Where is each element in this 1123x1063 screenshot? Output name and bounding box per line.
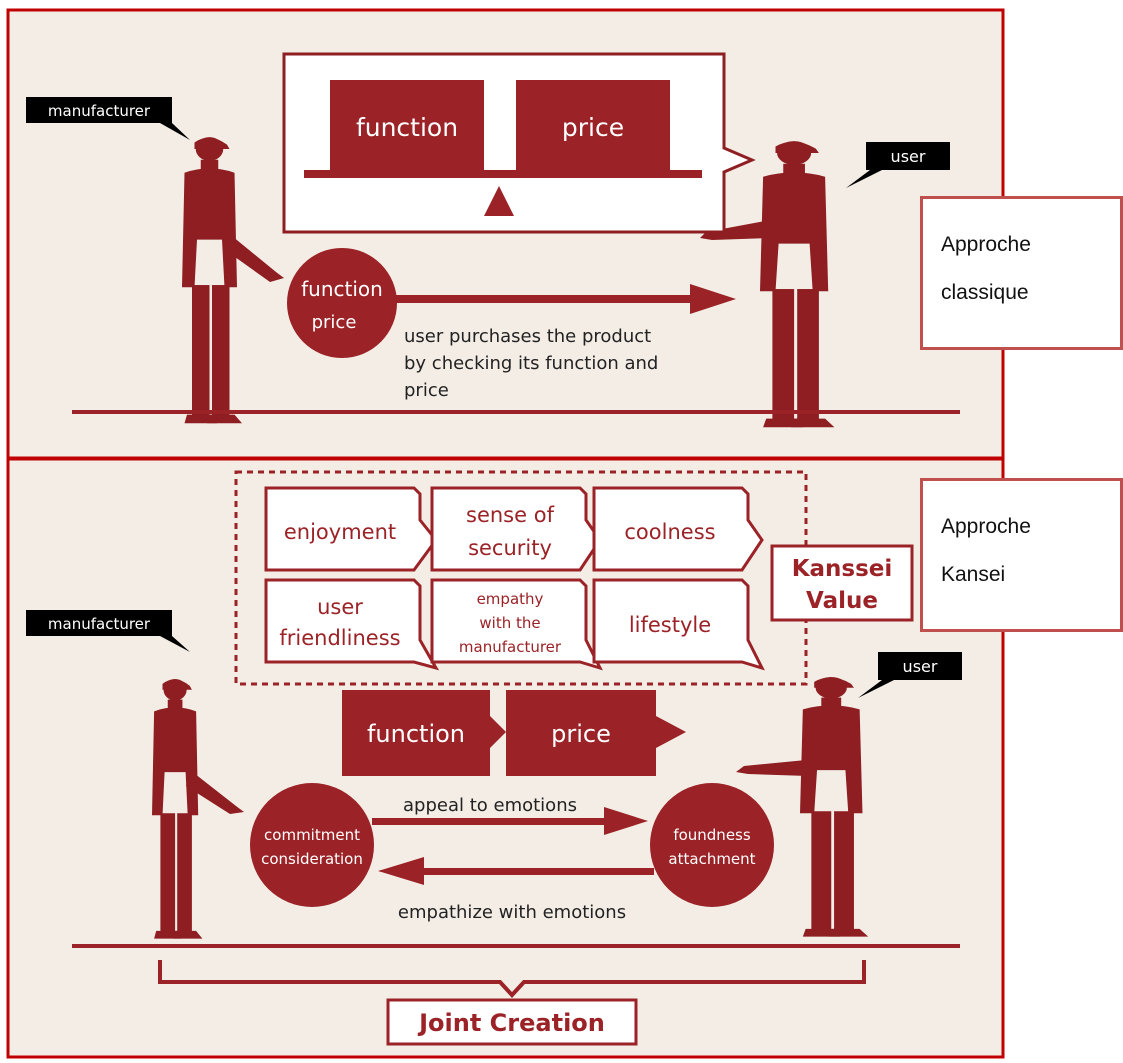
bottom-function-box xyxy=(342,690,506,776)
scale-price-box xyxy=(516,80,670,172)
empathize-text: empathize with emotions xyxy=(398,902,626,923)
joint-bracket xyxy=(158,960,866,998)
kansei-security-line2: security xyxy=(468,536,552,560)
bottom-panel: enjoyment sense of security coolness use… xyxy=(6,457,1005,1059)
approche-kansei-line1: Approche xyxy=(941,515,1031,538)
top-arrow-shaft xyxy=(396,295,692,303)
approche-classique-line1: Approche xyxy=(941,233,1031,256)
kansei-empathy-line3: manufacturer xyxy=(459,638,562,656)
bottom-price-box xyxy=(506,690,686,776)
kansei-value-box xyxy=(770,544,914,622)
bottom-user-label: user xyxy=(903,657,938,676)
top-manufacturer-label: manufacturer xyxy=(48,102,151,120)
approche-classique-line2: classique xyxy=(941,281,1029,304)
bottom-manufacturer-figure xyxy=(152,678,244,939)
bottom-left-circle xyxy=(250,783,374,907)
top-caption-line3: price xyxy=(404,380,449,401)
kansei-value-line2: Value xyxy=(806,588,878,614)
kansei-value-friendliness: user friendliness xyxy=(264,578,440,671)
approche-kansei-box: Approche Kansei xyxy=(920,478,1123,632)
bottom-manufacturer-tag: manufacturer xyxy=(26,610,190,652)
right-circle-line1: foundness xyxy=(673,826,751,844)
top-circle-line2: price xyxy=(312,312,357,333)
bottom-user-tag: user xyxy=(858,652,962,698)
kansei-value-lifestyle: lifestyle xyxy=(592,578,765,671)
joint-creation-label: Joint Creation xyxy=(417,1009,605,1037)
empathize-arrow-shaft xyxy=(420,868,654,875)
bottom-function-label: function xyxy=(367,720,465,748)
kansei-value-enjoyment: enjoyment xyxy=(264,486,438,572)
kansei-lifestyle-text: lifestyle xyxy=(629,613,711,637)
scale-function-label: function xyxy=(356,113,458,142)
bottom-ground-line xyxy=(72,944,960,948)
approche-kansei-line2: Kansei xyxy=(941,563,1006,586)
kansei-friendliness-line1: user xyxy=(317,595,363,619)
bottom-price-label: price xyxy=(551,720,611,748)
approche-classique-box: Approche classique xyxy=(920,196,1123,350)
top-function-price-circle xyxy=(287,248,397,358)
kansei-empathy-line1: empathy xyxy=(477,590,544,608)
top-user-label: user xyxy=(891,147,926,166)
scale-bubble: function price xyxy=(282,52,756,234)
top-manufacturer-tag: manufacturer xyxy=(26,97,190,140)
bottom-right-circle xyxy=(650,783,774,907)
right-circle-line2: attachment xyxy=(668,850,755,868)
scale-fulcrum xyxy=(484,186,514,216)
appeal-arrow-head xyxy=(604,807,648,835)
appeal-arrow-shaft xyxy=(372,818,608,825)
bottom-manufacturer-label: manufacturer xyxy=(48,615,151,633)
scale-function-box xyxy=(330,80,484,172)
joint-creation-box xyxy=(386,998,638,1046)
kansei-value-security: sense of security xyxy=(430,486,602,572)
left-circle-line1: commitment xyxy=(264,826,360,844)
top-caption-line1: user purchases the product xyxy=(404,326,651,347)
bottom-user-figure xyxy=(736,676,869,937)
scale-price-label: price xyxy=(562,113,624,142)
kansei-empathy-line2: with the xyxy=(479,614,540,632)
top-panel: manufacturer user function price xyxy=(6,8,1005,460)
appeal-text: appeal to emotions xyxy=(403,795,577,816)
kansei-value-line1: Kanssei xyxy=(792,556,893,582)
scale-beam xyxy=(304,170,702,178)
top-manufacturer-figure xyxy=(182,137,284,424)
top-ground-line xyxy=(72,410,960,414)
top-user-tag: user xyxy=(846,142,950,188)
left-circle-line2: consideration xyxy=(261,850,363,868)
top-arrow-head xyxy=(690,284,736,314)
top-user-figure xyxy=(700,141,835,428)
top-caption-line2: by checking its function and xyxy=(404,353,658,374)
kansei-value-empathy: empathy with the manufacturer xyxy=(430,578,603,671)
kansei-coolness-text: coolness xyxy=(624,520,715,544)
kansei-value-coolness: coolness xyxy=(592,486,764,572)
top-circle-line1: function xyxy=(301,277,383,301)
kansei-security-line1: sense of xyxy=(466,503,555,527)
kansei-friendliness-line2: friendliness xyxy=(279,626,400,650)
empathize-arrow-head xyxy=(378,857,424,885)
kansei-enjoyment-text: enjoyment xyxy=(284,520,396,544)
